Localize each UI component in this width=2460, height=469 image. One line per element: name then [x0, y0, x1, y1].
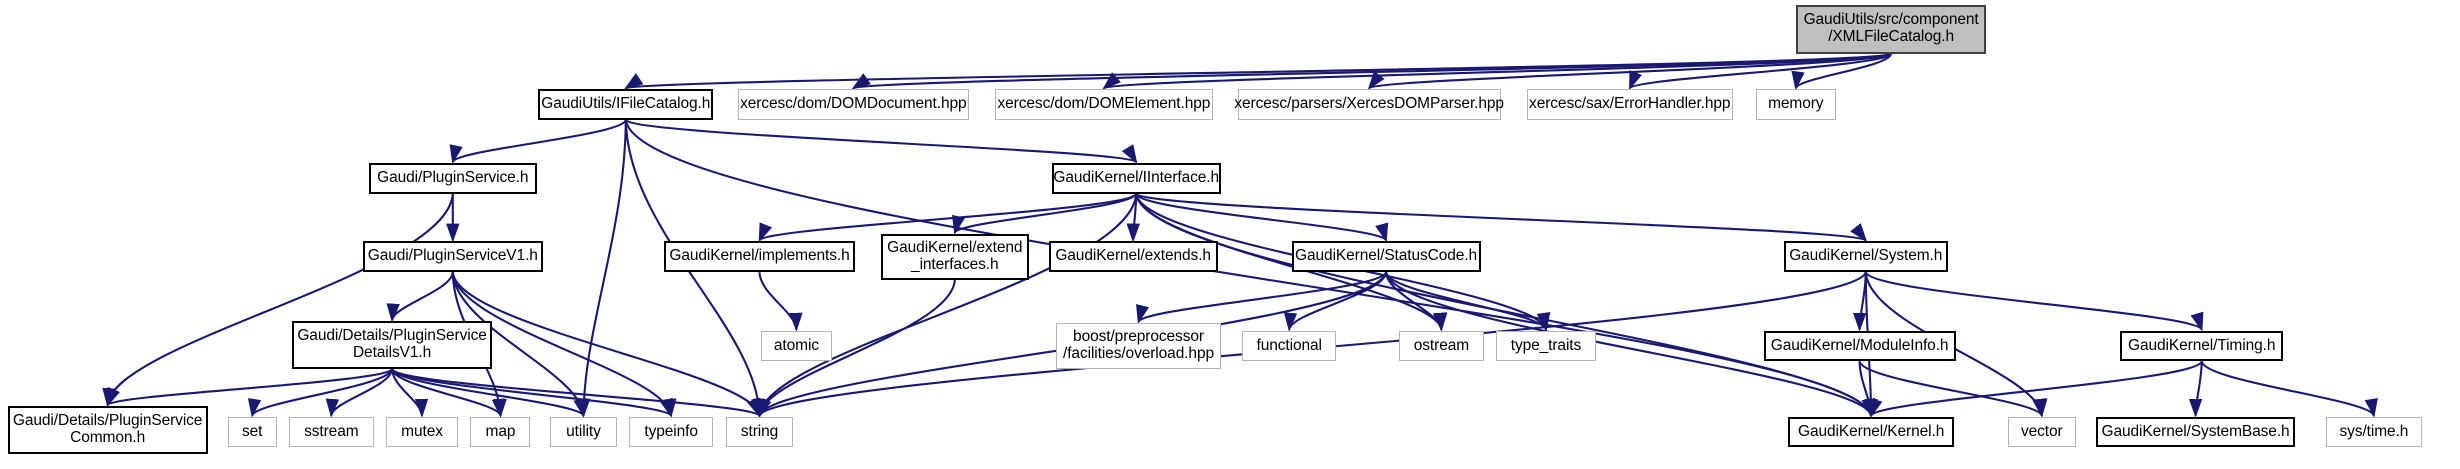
graph-edge-pluginsvcdet-to-sstream [325, 368, 394, 418]
graph-node-systime[interactable]: sys/time.h [2326, 416, 2422, 448]
graph-edge-iinterface-to-implements [758, 193, 1138, 243]
graph-node-kernel[interactable]: GaudiKernel/Kernel.h [1788, 416, 1955, 448]
graph-node-map[interactable]: map [470, 416, 531, 448]
graph-edge-statuscode-to-boostpp [1136, 271, 1388, 324]
graph-edge-moduleinfo-to-vector [1858, 360, 2046, 418]
graph-edge-pluginsvcv1-to-string [451, 272, 765, 418]
graph-edge-pluginsvcdet-to-typeinfo [391, 368, 673, 418]
graph-node-ostream[interactable]: ostream [1399, 330, 1484, 362]
graph-node-root[interactable]: GaudiUtils/src/component /XMLFileCatalog… [1795, 4, 1987, 54]
graph-node-pluginsvcdet[interactable]: Gaudi/Details/PluginService DetailsV1.h [292, 321, 492, 370]
graph-node-xercesparse[interactable]: xercesc/parsers/XercesDOMParser.hpp [1234, 89, 1504, 120]
graph-node-typetraits[interactable]: type_traits [1495, 330, 1596, 362]
graph-node-set[interactable]: set [227, 416, 277, 448]
graph-edge-pluginsvcdet-to-map [391, 368, 506, 418]
graph-node-string[interactable]: string [725, 416, 794, 448]
graph-node-memory[interactable]: memory [1755, 89, 1836, 120]
graph-edge-pluginsvcdet-to-mutex [391, 368, 429, 418]
graph-node-domdoc[interactable]: xercesc/dom/DOMDocument.hpp [738, 89, 969, 120]
graph-node-errorhand[interactable]: xercesc/sax/ErrorHandler.hpp [1526, 89, 1733, 120]
graph-edge-statuscode-to-ostream [1385, 271, 1448, 332]
graph-edge-ifilecat-to-pluginsvc [449, 119, 627, 165]
graph-node-boostpp[interactable]: boost/preprocessor /facilities/overload.… [1056, 322, 1221, 370]
graph-edge-iinterface-to-statuscode [1135, 193, 1388, 243]
graph-node-typeinfo[interactable]: typeinfo [628, 416, 714, 448]
graph-edge-pluginsvc-to-pluginsvccom [102, 193, 454, 408]
graph-edge-root-to-domdoc [851, 52, 1892, 90]
graph-edge-root-to-memory [1791, 53, 1893, 91]
graph-node-pluginsvccom[interactable]: Gaudi/Details/PluginService Common.h [7, 405, 208, 454]
graph-edge-implements-to-atomic [758, 272, 803, 332]
graph-edge-iinterface-to-system [1135, 192, 1868, 243]
graph-node-systembase[interactable]: GaudiKernel/SystemBase.h [2095, 416, 2296, 448]
graph-edge-pluginsvcdet-to-utility [391, 368, 587, 418]
graph-edge-statuscode-to-kernel [1385, 271, 1875, 418]
graph-node-statuscode[interactable]: GaudiKernel/StatusCode.h [1291, 241, 1481, 273]
graph-node-extendifc[interactable]: GaudiKernel/extend _interfaces.h [880, 233, 1029, 280]
graph-node-pluginsvc[interactable]: Gaudi/PluginService.h [369, 162, 537, 194]
graph-node-system[interactable]: GaudiKernel/System.h [1783, 241, 1948, 273]
graph-node-pluginsvcv1[interactable]: Gaudi/PluginServiceV1.h [362, 241, 543, 273]
graph-edge-timing-to-systembase [2188, 361, 2203, 418]
graph-node-utility[interactable]: utility [550, 416, 617, 448]
graph-edge-root-to-errorhand [1628, 52, 1893, 91]
graph-edge-timing-to-systime [2200, 360, 2378, 418]
graph-node-functional[interactable]: functional [1242, 330, 1337, 362]
graph-edge-root-to-ifilecat [624, 52, 1892, 90]
graph-edge-iinterface-to-extendifc [952, 193, 1138, 235]
graph-node-moduleinfo[interactable]: GaudiKernel/ModuleInfo.h [1763, 330, 1956, 362]
graph-edge-timing-to-kernel [1869, 360, 2203, 418]
graph-node-extends[interactable]: GaudiKernel/extends.h [1048, 241, 1218, 273]
graph-edge-system-to-timing [1864, 271, 2204, 332]
graph-node-ifilecat[interactable]: GaudiUtils/IFileCatalog.h [538, 89, 714, 120]
graph-edge-pluginsvcdet-to-pluginsvccom [106, 368, 394, 407]
graph-edge-pluginsvcdet-to-string [391, 368, 761, 418]
graph-node-mutex[interactable]: mutex [385, 416, 459, 448]
graph-edge-root-to-domelem [1102, 52, 1892, 90]
graph-node-sstream[interactable]: sstream [289, 416, 374, 448]
graph-edge-iinterface-to-string [754, 193, 1138, 418]
graph-edge-ifilecat-to-iinterface [624, 119, 1138, 164]
graph-edge-pluginsvcdet-to-set [248, 368, 394, 418]
graph-node-iinterface[interactable]: GaudiKernel/IInterface.h [1051, 162, 1221, 194]
graph-node-timing[interactable]: GaudiKernel/Timing.h [2120, 330, 2284, 362]
graph-node-domelem[interactable]: xercesc/dom/DOMElement.hpp [994, 89, 1214, 120]
graph-node-atomic[interactable]: atomic [761, 330, 832, 362]
graph-node-implements[interactable]: GaudiKernel/implements.h [664, 241, 855, 273]
graph-node-vector[interactable]: vector [2007, 416, 2076, 448]
graph-edge-ifilecat-to-string [624, 119, 766, 418]
graph-edge-statuscode-to-typetraits [1385, 271, 1551, 332]
graph-edge-ifilecat-to-utility [576, 119, 627, 418]
graph-edge-pluginsvcv1-to-pluginsvcdet [386, 271, 454, 323]
